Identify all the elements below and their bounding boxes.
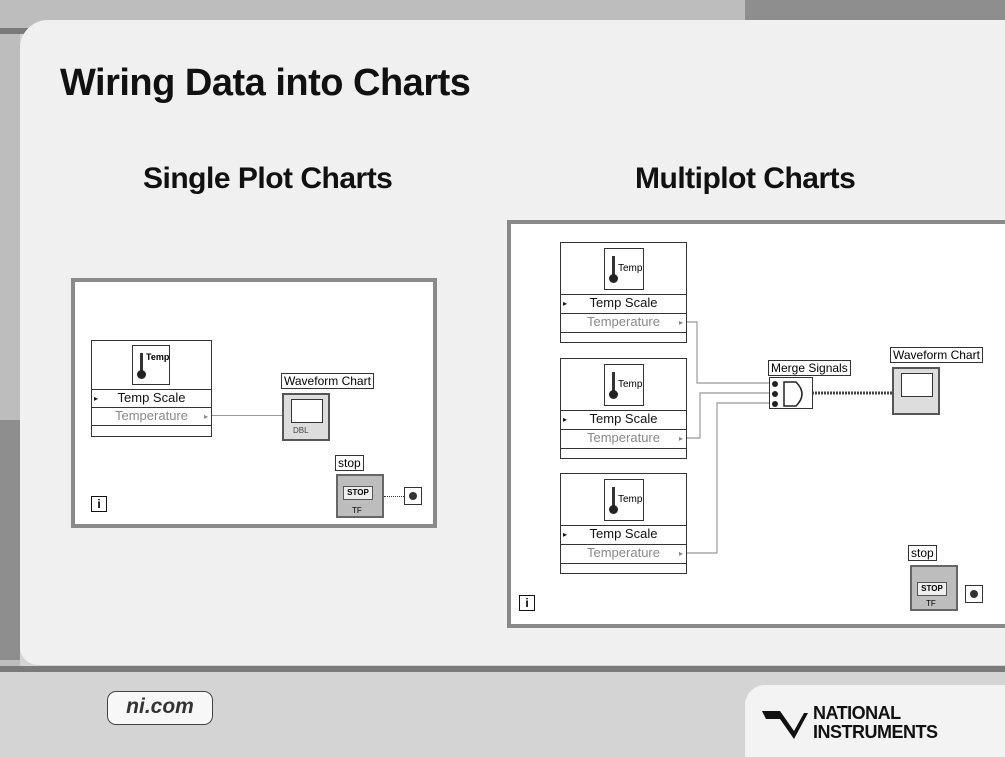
chart-type-label: DBL [293,426,309,435]
temperature-label: Temperature [587,430,660,445]
stop-type-label: TF [926,599,936,608]
footer-divider [0,666,1005,672]
multi-temp-subvi-3[interactable]: Temp ▸Temp Scale Temperature▸ [560,473,687,574]
multi-temp-subvi-1[interactable]: Temp ▸Temp Scale Temperature▸ [560,242,687,343]
merge-signals-label: Merge Signals [768,360,851,376]
wire-temp-1 [687,321,771,384]
temp-scale-row[interactable]: ▸Temp Scale [561,525,686,544]
temperature-row[interactable]: Temperature▸ [561,429,686,448]
loop-condition-terminal[interactable] [404,487,422,505]
temperature-label: Temperature [115,408,188,423]
chart-icon [291,399,323,423]
subvi-label: Temp [618,263,643,274]
stop-type-label: TF [352,506,362,515]
subvi-footer-row [561,332,686,342]
stop-label: stop [335,455,364,471]
temp-scale-label: Temp Scale [589,295,658,310]
subvi-footer-row [92,425,211,436]
logo-text-instruments: INSTRUMENTS [813,722,938,742]
national-instruments-logo: NATIONAL INSTRUMENTS [745,685,1005,757]
multi-temp-subvi-2[interactable]: Temp ▸Temp Scale Temperature▸ [560,358,687,459]
subvi-footer-row [561,448,686,458]
temperature-row[interactable]: Temperature▸ [561,313,686,332]
thermometer-icon: Temp [604,479,644,521]
logo-text-national: NATIONAL [813,703,901,723]
single-temp-subvi[interactable]: Temp ▸Temp Scale Temperature▸ [91,340,212,437]
multi-stop-button-terminal[interactable]: STOP TF [910,565,958,611]
multi-stop-label: stop [908,545,937,561]
temp-scale-row[interactable]: ▸Temp Scale [561,410,686,429]
boolean-wire [384,496,404,498]
iteration-terminal: i [91,496,107,512]
temp-scale-label: Temp Scale [589,526,658,541]
temperature-label: Temperature [587,545,660,560]
subvi-label: Temp [618,379,643,390]
wire-temp-2 [687,392,771,439]
stop-button[interactable]: STOP [917,582,947,596]
wire-temp-3 [687,402,771,554]
temperature-row[interactable]: Temperature▸ [561,544,686,563]
thermometer-icon: Temp [604,364,644,406]
data-wire [212,415,282,416]
multiplot-heading: Multiplot Charts [635,162,856,195]
single-plot-heading: Single Plot Charts [143,162,393,195]
temperature-row[interactable]: Temperature▸ [92,407,211,425]
slide-title: Wiring Data into Charts [60,62,471,104]
subvi-label: Temp [618,494,643,505]
left-bar-accent [0,420,20,660]
temperature-label: Temperature [587,314,660,329]
temp-scale-label: Temp Scale [117,390,186,405]
chart-icon [901,373,933,397]
ni-com-link[interactable]: ni.com [107,691,213,725]
waveform-chart-terminal[interactable]: DBL [282,393,330,441]
temp-scale-row[interactable]: ▸Temp Scale [92,389,211,407]
stop-button[interactable]: STOP [343,486,373,500]
subvi-label: Temp [146,352,170,362]
multi-iteration-terminal: i [519,595,535,611]
multi-waveform-chart-terminal[interactable] [892,367,940,415]
stop-button-terminal[interactable]: STOP TF [336,474,384,518]
merge-signals-node[interactable] [769,377,813,409]
thermometer-icon: Temp [132,345,170,385]
temp-scale-label: Temp Scale [589,411,658,426]
ni-eagle-icon [762,711,808,739]
waveform-chart-label: Waveform Chart [281,373,374,389]
merge-icon [772,381,803,407]
thermometer-icon: Temp [604,248,644,290]
temp-scale-row[interactable]: ▸Temp Scale [561,294,686,313]
subvi-footer-row [561,563,686,573]
multi-loop-condition-terminal[interactable] [965,585,983,603]
multi-waveform-chart-label: Waveform Chart [890,347,983,363]
